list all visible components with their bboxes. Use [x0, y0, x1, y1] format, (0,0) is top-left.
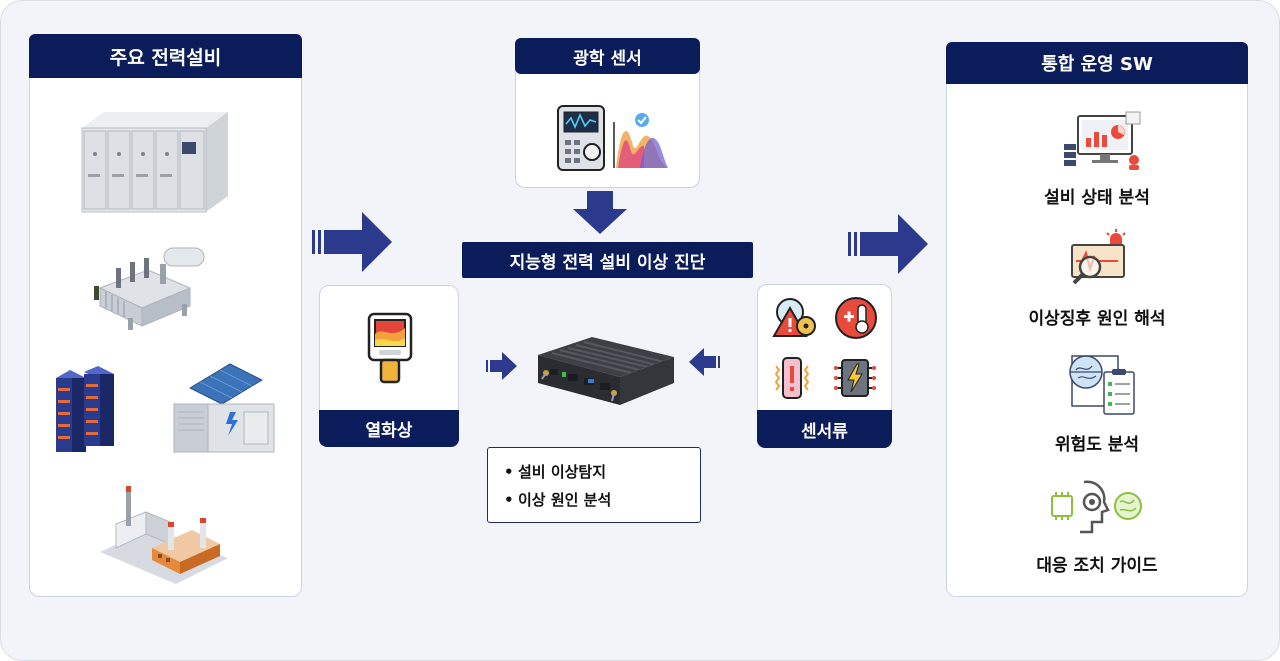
flow-arrow-out	[848, 214, 928, 274]
transformer-icon	[94, 247, 205, 330]
flow-arrow-in	[312, 212, 392, 272]
sensors-title: 센서류	[757, 410, 892, 448]
ai-gear-head-icon	[1051, 480, 1142, 534]
software-item-label: 위험도 분석	[1054, 435, 1140, 455]
battery-rack-icon	[56, 366, 114, 452]
energy-storage-container-icon	[173, 363, 275, 453]
radiation-warning-icon	[772, 298, 816, 337]
brain-checklist-icon	[1069, 355, 1135, 415]
software-item-label: 설비 상태 분석	[1044, 188, 1150, 208]
monitor-analytics-icon	[1064, 111, 1141, 170]
switchgear-icon	[81, 112, 228, 213]
software-item-label: 대응 조치 가이드	[1036, 556, 1158, 576]
spectrometer-icon	[557, 105, 668, 171]
equipment-panel-title: 주요 전력설비	[29, 34, 302, 78]
diagnosis-bullets: 설비 이상탐지 이상 원인 분석	[487, 447, 701, 523]
thermal-title: 열화상	[319, 410, 459, 447]
power-plant-icon	[100, 486, 228, 584]
thermal-camera-icon	[367, 312, 413, 384]
thermometer-icon	[835, 297, 877, 339]
chip-power-icon	[834, 359, 876, 397]
bullet-item: 설비 이상탐지	[504, 458, 700, 486]
diagnosis-title: 지능형 전력 설비 이상 진단	[462, 242, 753, 278]
bullet-item: 이상 원인 분석	[504, 486, 700, 514]
optical-sensor-title: 광학 센서	[515, 38, 700, 74]
vibration-alert-icon	[774, 357, 810, 399]
thermal-flow-arrow	[486, 352, 517, 380]
optical-flow-arrow	[573, 191, 627, 234]
software-item-label: 이상징후 원인 해석	[1028, 309, 1166, 329]
alarm-magnifier-icon	[1071, 229, 1126, 285]
software-panel-title: 통합 운영 SW	[946, 42, 1248, 84]
sensors-flow-arrow	[689, 348, 720, 376]
edge-computer-icon	[538, 337, 674, 405]
